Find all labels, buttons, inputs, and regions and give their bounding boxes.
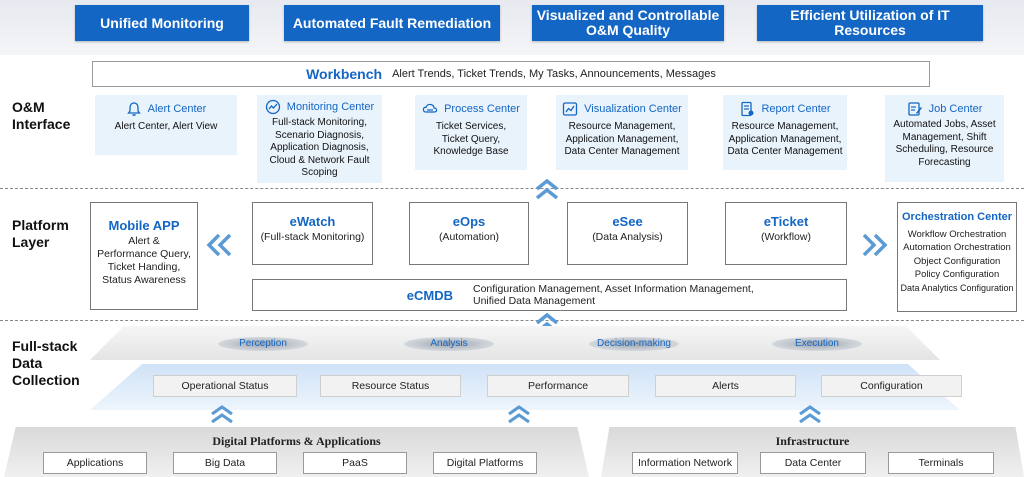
monitor-chart-icon — [265, 99, 280, 115]
eops-desc: (Automation) — [438, 231, 500, 243]
layer-label-platform: Platform Layer — [12, 217, 69, 250]
monitoring-center-title: Monitoring Center — [286, 100, 375, 113]
orchestration-item: Automation Orchestration — [903, 242, 1011, 253]
job-center-card: Job Center Automated Jobs, Asset Managem… — [885, 95, 1004, 182]
alert-center-card: Alert Center Alert Center, Alert View — [95, 95, 237, 155]
orchestration-item: Data Analytics Configuration — [900, 282, 1014, 293]
goal-automated-fault-remediation: Automated Fault Remediation — [284, 5, 500, 41]
orchestration-center-title: Orchestration Center — [901, 211, 1013, 223]
left-arrow-icon — [206, 233, 232, 257]
ewatch-desc: (Full-stack Monitoring) — [260, 231, 365, 243]
report-center-desc: Resource Management, Application Managem… — [727, 121, 843, 157]
alert-center-title: Alert Center — [147, 102, 207, 115]
visualization-center-title: Visualization Center — [584, 102, 682, 115]
layer-label-om-interface: O&M Interface — [12, 99, 71, 132]
workbench-title: Workbench — [306, 66, 383, 82]
ewatch-title: eWatch — [289, 214, 336, 229]
job-center-title: Job Center — [928, 102, 983, 115]
eticket-box: eTicket (Workflow) — [725, 202, 847, 265]
esee-box: eSee (Data Analysis) — [567, 202, 688, 265]
line-chart-icon — [563, 102, 578, 116]
ecmdb-desc: Configuration Management, Asset Informat… — [473, 283, 754, 307]
report-center-card: Report Center Resource Management, Appli… — [723, 95, 847, 170]
collection-performance: Performance — [487, 375, 629, 397]
visualization-center-desc: Resource Management, Application Managem… — [564, 121, 680, 157]
right-arrow-icon — [862, 233, 888, 257]
workbench-bar: Workbench Alert Trends, Ticket Trends, M… — [92, 61, 930, 87]
job-edit-icon — [907, 102, 922, 116]
process-center-card: Process Center Ticket Services, Ticket Q… — [415, 95, 527, 170]
report-center-title: Report Center — [761, 102, 831, 115]
cloud-process-icon — [422, 103, 438, 113]
bell-icon — [126, 102, 141, 116]
goal-unified-monitoring: Unified Monitoring — [75, 5, 249, 41]
workbench-desc: Alert Trends, Ticket Trends, My Tasks, A… — [392, 68, 716, 80]
monitoring-center-desc: Full-stack Monitoring, Scenario Diagnosi… — [269, 117, 370, 178]
monitoring-center-card: Monitoring Center Full-stack Monitoring,… — [257, 95, 382, 183]
up-arrow-icon — [508, 405, 530, 424]
esee-title: eSee — [612, 214, 643, 229]
stage-analysis: Analysis — [404, 337, 494, 351]
process-center-title: Process Center — [444, 102, 520, 115]
source-data-center: Data Center — [760, 452, 866, 474]
infrastructure-title: Infrastructure — [775, 434, 850, 448]
mobile-app-title: Mobile APP — [108, 218, 180, 233]
orchestration-center-box: Orchestration Center Workflow Orchestrat… — [897, 202, 1017, 312]
separator-line — [0, 188, 1024, 189]
mobile-app-desc: Alert & Performance Query, Ticket Handin… — [97, 235, 191, 286]
stage-perception: Perception — [218, 337, 308, 351]
layer-label-data-collection: Full-stack Data Collection — [12, 338, 80, 388]
mobile-app-box: Mobile APP Alert & Performance Query, Ti… — [90, 202, 198, 310]
job-center-desc: Automated Jobs, Asset Management, Shift … — [893, 119, 996, 168]
ewatch-box: eWatch (Full-stack Monitoring) — [252, 202, 373, 265]
eticket-desc: (Workflow) — [761, 231, 811, 243]
process-center-desc: Ticket Services, Ticket Query, Knowledge… — [433, 121, 509, 157]
ecmdb-title: eCMDB — [406, 287, 453, 303]
stage-execution: Execution — [772, 337, 862, 351]
visualization-center-card: Visualization Center Resource Management… — [556, 95, 688, 170]
report-icon — [741, 101, 754, 117]
esee-desc: (Data Analysis) — [592, 231, 663, 243]
eticket-title: eTicket — [763, 214, 809, 229]
collection-operational-status: Operational Status — [153, 375, 297, 397]
stage-decision-making: Decision-making — [589, 337, 679, 351]
source-big-data: Big Data — [173, 452, 277, 474]
orchestration-item: Object Configuration — [913, 255, 1001, 267]
goal-efficient-it-resources: Efficient Utilization of IT Resources — [757, 5, 983, 41]
up-arrow-icon — [799, 405, 821, 424]
collection-configuration: Configuration — [821, 375, 962, 397]
source-information-network: Information Network — [632, 452, 738, 474]
collection-alerts: Alerts — [655, 375, 796, 397]
collection-resource-status: Resource Status — [320, 375, 461, 397]
source-paas: PaaS — [303, 452, 407, 474]
up-arrow-icon — [535, 179, 559, 200]
source-applications: Applications — [43, 452, 147, 474]
source-digital-platforms: Digital Platforms — [433, 452, 537, 474]
eops-title: eOps — [452, 214, 486, 229]
eops-box: eOps (Automation) — [409, 202, 529, 265]
separator-line — [0, 320, 1024, 321]
digital-platforms-title: Digital Platforms & Applications — [212, 434, 381, 448]
orchestration-item: Workflow Orchestration — [907, 228, 1007, 240]
alert-center-desc: Alert Center, Alert View — [114, 121, 218, 132]
orchestration-item: Policy Configuration — [914, 269, 1000, 280]
source-terminals: Terminals — [888, 452, 994, 474]
up-arrow-icon — [211, 405, 233, 424]
ecmdb-box: eCMDB Configuration Management, Asset In… — [252, 279, 847, 311]
goal-visualized-om-quality: Visualized and Controllable O&M Quality — [532, 5, 724, 41]
